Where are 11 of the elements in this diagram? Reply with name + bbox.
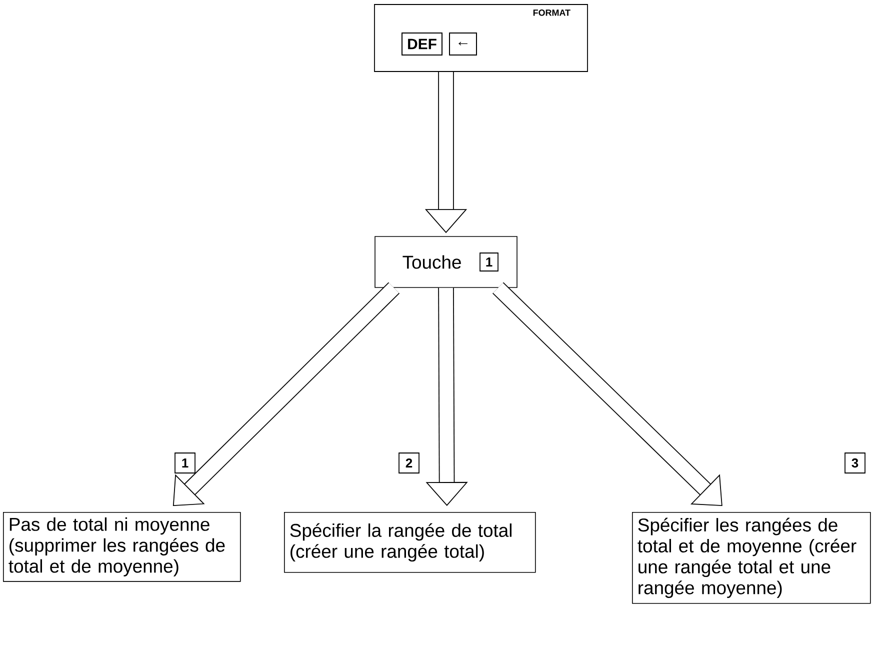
option-box: Spécifier les rangées de total et de moyenne (créer une rangée total et une rangée moyenne) bbox=[632, 512, 871, 604]
option-box: Pas de total ni moyenne (supprimer les rangées de total et de moyenne) bbox=[3, 512, 241, 582]
option-key: 3 bbox=[844, 452, 866, 474]
key: ← bbox=[449, 32, 477, 56]
option-box: Spécifier la rangée de total (créer une rangée total) bbox=[284, 512, 536, 573]
block-arrow bbox=[492, 282, 722, 506]
option-key: 2 bbox=[398, 452, 420, 474]
key: DEF bbox=[402, 32, 442, 56]
block-arrow bbox=[172, 282, 400, 506]
key: 1 bbox=[480, 252, 498, 272]
option-key: 1 bbox=[174, 452, 196, 474]
